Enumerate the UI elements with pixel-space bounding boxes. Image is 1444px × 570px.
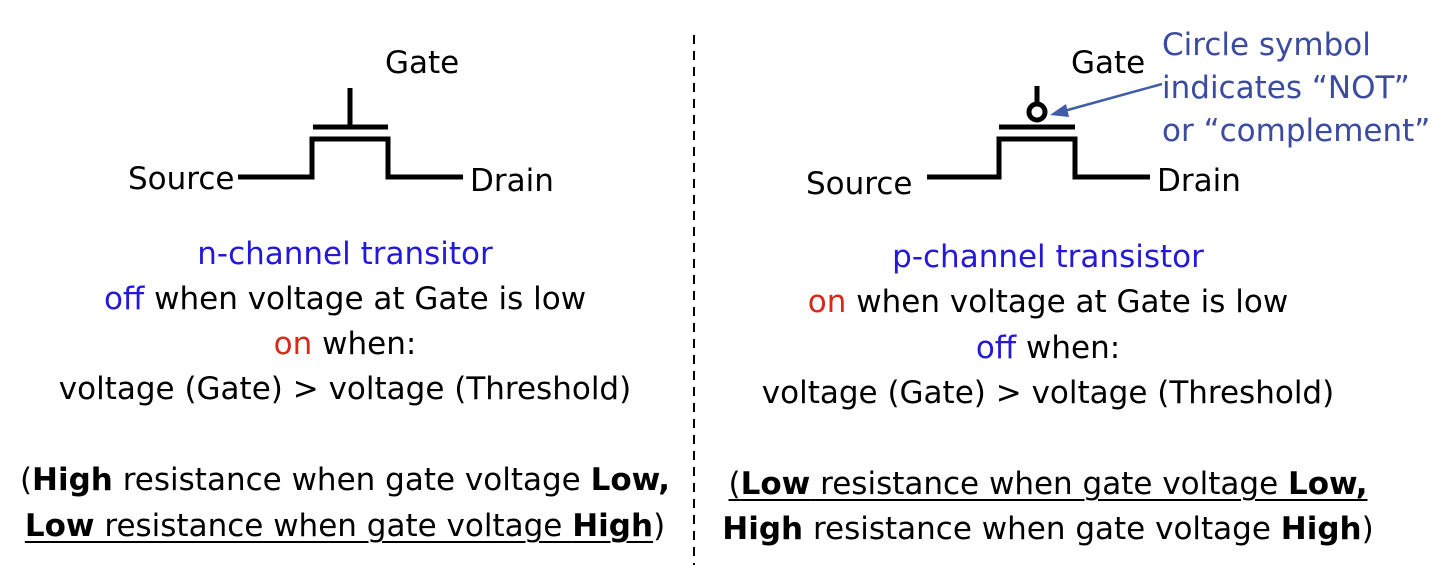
p-channel-symbol: [927, 86, 1150, 180]
n-res-low-2: Low: [24, 508, 95, 544]
n-threshold-line: voltage (Gate) > voltage (Threshold): [58, 371, 632, 407]
annotation-line-3: or “complement”: [1162, 113, 1431, 149]
p-paren-open: (: [728, 466, 741, 502]
n-res-low: Low,: [590, 462, 671, 498]
n-underlined-part: Low resistance when gate voltage High: [25, 508, 653, 544]
p-res-high: High: [722, 511, 804, 547]
n-channel-title: n-channel transitor: [197, 236, 493, 272]
p-res-low-2: Low,: [1288, 466, 1368, 502]
p-on-state: on: [807, 284, 847, 320]
annotation-arrow: [1050, 82, 1163, 117]
n-res-high-2: High: [572, 508, 654, 544]
p-source-label: Source: [806, 166, 913, 202]
p-off-rest: when:: [1016, 330, 1121, 366]
n-off-rest: when voltage at Gate is low: [144, 281, 587, 317]
p-resistance-line-2: High resistance when gate voltage High): [688, 514, 1408, 545]
p-underlined-part: (Low resistance when gate voltage Low,: [729, 466, 1368, 502]
n-on-rest: when:: [312, 326, 417, 362]
n-on-state: on: [273, 326, 313, 362]
p-paren-close: ): [1361, 511, 1374, 547]
annotation-line-2: indicates “NOT”: [1162, 70, 1410, 106]
p-threshold-line: voltage (Gate) > voltage (Threshold): [761, 375, 1335, 411]
n-res-mid-1: resistance when gate voltage: [112, 462, 591, 498]
p-res-mid-1: resistance when gate voltage: [810, 466, 1288, 502]
n-gate-label: Gate: [385, 45, 460, 81]
p-channel-title: p-channel transistor: [892, 239, 1204, 275]
p-res-mid-2: resistance when gate voltage: [803, 511, 1281, 547]
p-res-low: Low: [740, 466, 811, 502]
circle-annotation: Circle symbol indicates “NOT” or “comple…: [1162, 24, 1430, 153]
p-gate-label: Gate: [1071, 45, 1146, 81]
n-resistance-line-2: Low resistance when gate voltage High): [0, 511, 705, 542]
n-paren-open: (: [19, 462, 33, 498]
p-on-line: on when voltage at Gate is low: [688, 287, 1408, 318]
p-drain-label: Drain: [1157, 163, 1241, 199]
p-res-high-2: High: [1280, 511, 1362, 547]
n-res-high: High: [32, 462, 113, 498]
p-off-state: off: [975, 330, 1017, 366]
n-off-line: off when voltage at Gate is low: [0, 284, 705, 315]
not-circle-icon: [1026, 101, 1048, 123]
n-channel-symbol: [238, 88, 463, 180]
n-drain-label: Drain: [470, 163, 554, 199]
n-resistance-line-1: (High resistance when gate voltage Low,: [0, 465, 705, 496]
n-paren-close: ): [653, 508, 666, 544]
p-resistance-line-1: (Low resistance when gate voltage Low,: [688, 469, 1408, 500]
n-off-state: off: [103, 281, 145, 317]
p-on-rest: when voltage at Gate is low: [846, 284, 1289, 320]
n-source-label: Source: [128, 161, 235, 197]
n-res-mid-2: resistance when gate voltage: [94, 508, 573, 544]
annotation-line-1: Circle symbol: [1162, 27, 1371, 63]
p-off-line: off when:: [688, 333, 1408, 364]
n-on-line: on when:: [0, 329, 705, 360]
